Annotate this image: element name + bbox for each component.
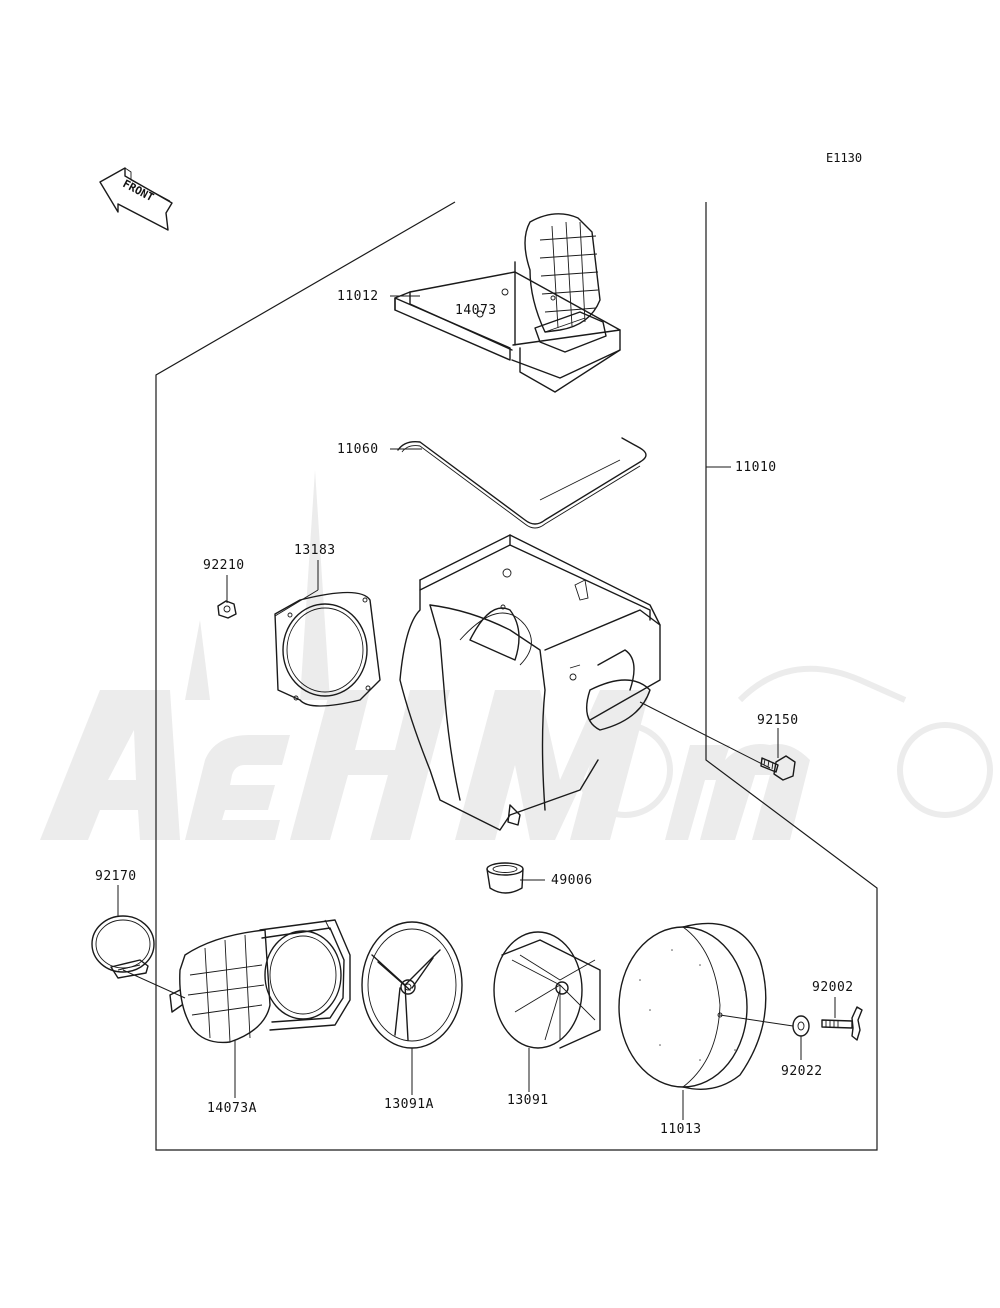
part-92022-washer — [792, 1015, 810, 1037]
part-11012-cover — [394, 261, 621, 393]
label-13091: 13091 — [507, 1093, 549, 1108]
label-92150: 92150 — [757, 713, 799, 728]
part-49006-cap — [486, 862, 524, 894]
part-14073a-cover — [169, 919, 351, 1044]
label-11012: 11012 — [337, 289, 379, 304]
front-label: FRONT — [121, 177, 157, 204]
assembly-frame — [155, 201, 878, 1151]
part-92210-nut — [217, 600, 237, 619]
label-11013: 11013 — [660, 1122, 702, 1137]
label-13091a: 13091A — [384, 1097, 434, 1112]
watermark-logo — [40, 470, 993, 840]
label-14073: 14073 — [455, 303, 497, 318]
label-92002: 92002 — [812, 980, 854, 995]
part-14073-duct — [524, 213, 601, 333]
part-92170-clamp — [91, 915, 155, 979]
label-92022: 92022 — [781, 1064, 823, 1079]
part-13091a-holder — [361, 921, 463, 1049]
label-11060: 11060 — [337, 442, 379, 457]
label-13183: 13183 — [294, 543, 336, 558]
label-92210: 92210 — [203, 558, 245, 573]
part-11010-airbox — [399, 534, 661, 831]
diagram-code: E1130 — [826, 151, 862, 165]
label-49006: 49006 — [551, 873, 593, 888]
part-11060-gasket — [397, 437, 647, 529]
front-arrow-icon: FRONT — [99, 167, 173, 231]
label-11010: 11010 — [735, 460, 777, 475]
label-14073a: 14073A — [207, 1101, 257, 1116]
part-13091-frame — [493, 931, 601, 1049]
part-13183-plate — [274, 591, 381, 707]
leader-lines — [117, 295, 836, 1120]
label-92170: 92170 — [95, 869, 137, 884]
part-92002-wingbolt — [821, 1006, 863, 1041]
part-11013-filter — [618, 922, 767, 1090]
